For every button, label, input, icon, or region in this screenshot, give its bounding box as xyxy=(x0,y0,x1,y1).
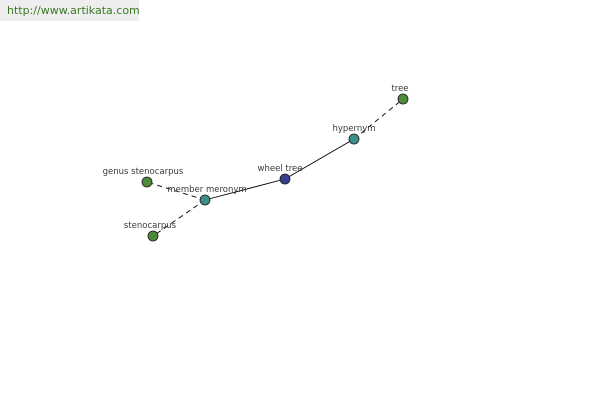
node-wheel-tree[interactable]: wheel tree xyxy=(258,164,303,185)
node-member-meronym[interactable]: member meronym xyxy=(167,185,247,206)
node-marker-wheel-tree[interactable] xyxy=(279,173,291,185)
node-marker-hypernym[interactable] xyxy=(348,133,360,145)
url-banner[interactable]: http://www.artikata.com xyxy=(0,0,140,21)
node-label-tree[interactable]: tree xyxy=(391,84,408,94)
node-label-stenocarpus[interactable]: stenocarpus xyxy=(124,221,177,231)
node-marker-stenocarpus[interactable] xyxy=(147,230,159,242)
edge-member-meronym-to-stenocarpus xyxy=(152,199,206,237)
edge-hypernym-to-tree xyxy=(353,98,404,140)
node-label-genus-stenocarpus[interactable]: genus stenocarpus xyxy=(103,167,184,177)
node-tree[interactable]: tree xyxy=(391,84,409,105)
node-marker-member-meronym[interactable] xyxy=(199,194,211,206)
edge-wheel-tree-to-hypernym xyxy=(284,138,355,180)
node-label-wheel-tree[interactable]: wheel tree xyxy=(258,164,303,174)
node-marker-tree[interactable] xyxy=(397,93,409,105)
node-genus-stenocarpus[interactable]: genus stenocarpus xyxy=(103,167,184,188)
edge-member-meronym-to-genus-stenocarpus xyxy=(146,181,206,201)
node-stenocarpus[interactable]: stenocarpus xyxy=(124,221,177,242)
node-label-hypernym[interactable]: hypernym xyxy=(332,124,375,134)
edge-wheel-tree-to-member-meronym xyxy=(204,178,286,201)
node-hypernym[interactable]: hypernym xyxy=(332,124,376,145)
node-marker-genus-stenocarpus[interactable] xyxy=(141,176,153,188)
node-label-member-meronym[interactable]: member meronym xyxy=(167,185,246,195)
